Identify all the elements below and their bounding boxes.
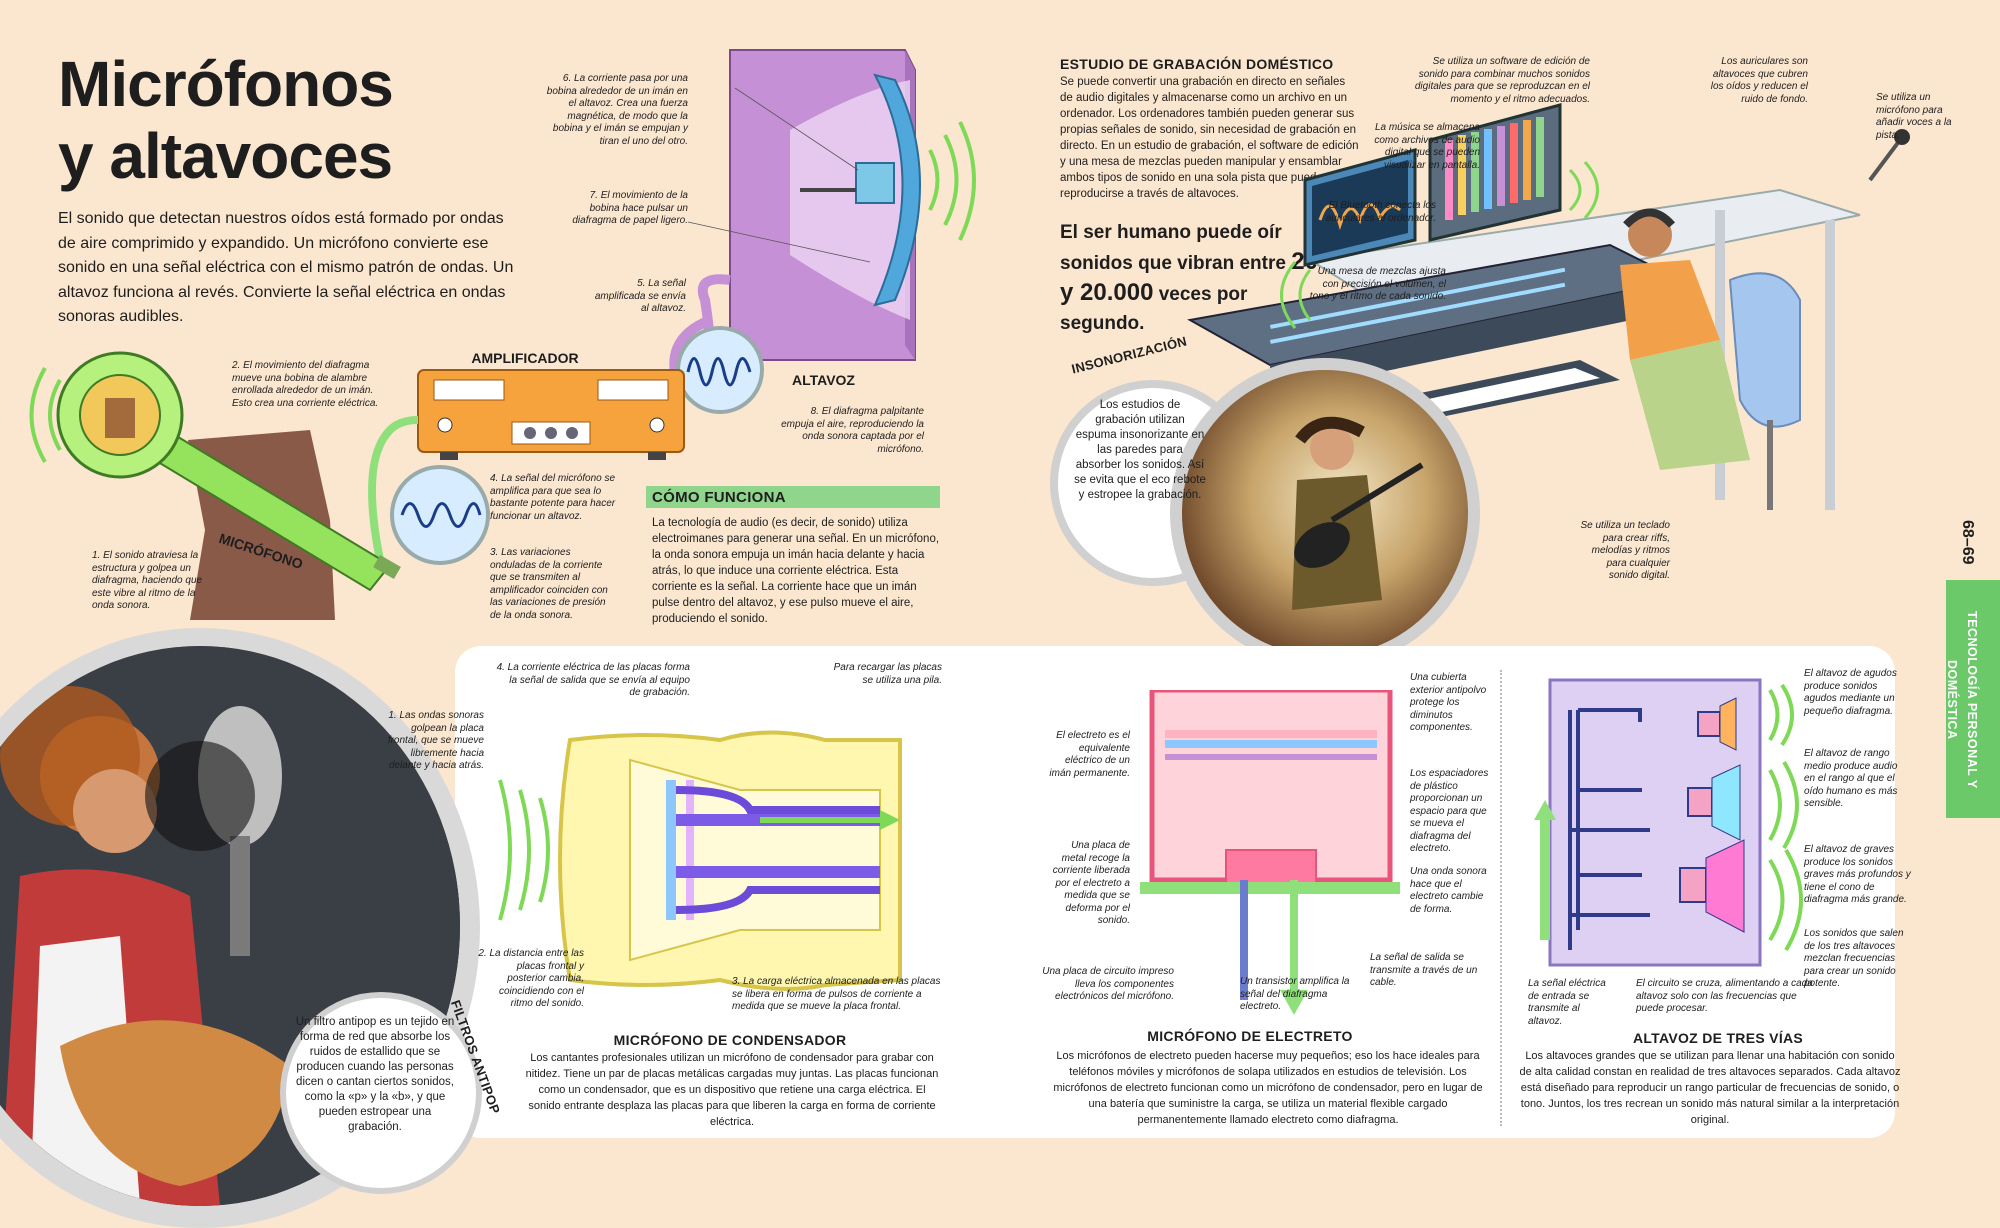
electret-heading: MICRÓFONO DE ELECTRETO — [1147, 1028, 1353, 1044]
amplifier-label: AMPLIFICADOR — [471, 350, 579, 366]
section-tab-label: TECNOLOGÍA PERSONAL Y DOMÉSTICA — [1945, 611, 1979, 789]
three-way-speaker-diagram — [1534, 678, 1762, 967]
home-studio-text: Se puede convertir una grabación en dire… — [1060, 76, 1359, 200]
hearing-fact-pre: El ser humano puede oír sonidos que vibr… — [1060, 222, 1286, 274]
title-line-1: Micrófonos — [58, 48, 394, 120]
speaker-caption-midrange: El altavoz de rango medio produce audio … — [1804, 748, 1898, 809]
caption-mixing-desk: Una mesa de mezclas ajusta con precisión… — [1309, 266, 1446, 302]
section-divider — [1500, 670, 1502, 1126]
caption-music-files: La música se almacena como archivos de a… — [1374, 122, 1480, 171]
electret-caption-spacers: Los espaciadores de plástico proporciona… — [1410, 768, 1489, 854]
hearing-fact: El ser humano puede oír sonidos que vibr… — [1060, 218, 1330, 338]
section-tab — [1946, 580, 2000, 818]
caption-step-5: 5. La señal amplificada se envía al alta… — [594, 278, 686, 314]
speaker-caption-crossover: El circuito se cruza, alimentando a cada… — [1636, 978, 1813, 1014]
how-it-works-bar — [646, 486, 940, 508]
caption-step-7: 7. El movimiento de la bobina hace pulsa… — [572, 190, 688, 226]
caption-step-1: 1. El sonido atraviesa la estructura y g… — [92, 550, 203, 611]
caption-step-6: 6. La corriente pasa por una bobina alre… — [546, 73, 688, 147]
page-numbers: 68–69 — [1959, 520, 1976, 565]
guitarist-photo — [1170, 358, 1480, 668]
home-studio-heading: ESTUDIO DE GRABACIÓN DOMÉSTICO — [1060, 56, 1334, 72]
electret-text: Los micrófonos de electreto pueden hacer… — [1053, 1050, 1483, 1126]
condenser-caption-battery: Para recargar las placas se utiliza una … — [833, 662, 942, 686]
caption-keyboard: Se utiliza un teclado para crear riffs, … — [1580, 520, 1670, 581]
antipop-text: Un filtro antipop es un tejido en forma … — [295, 1016, 455, 1133]
speaker-sound-waves — [1768, 683, 1803, 952]
caption-step-2: 2. El movimiento del diafragma mueve una… — [232, 360, 379, 409]
page-title: Micrófonos y altavoces — [58, 48, 394, 192]
electret-caption-metal-plate: Una placa de metal recoge la corriente l… — [1052, 840, 1130, 926]
electret-caption-transistor: Un transistor amplifica la señal del dia… — [1240, 976, 1350, 1012]
amplifier-illustration — [417, 369, 685, 460]
electret-caption-circuit: Una placa de circuito impreso lleva los … — [1042, 966, 1174, 1002]
speaker-illustration — [729, 49, 976, 361]
speaker-label: ALTAVOZ — [792, 372, 855, 388]
title-line-2: y altavoces — [58, 120, 393, 192]
electret-mic-diagram — [1140, 690, 1400, 1015]
microphone-illustration — [29, 351, 401, 620]
electret-caption-sound-wave: Una onda sonora hace que el electreto ca… — [1410, 866, 1487, 915]
hearing-fact-post: veces por segundo. — [1060, 284, 1248, 334]
condenser-caption-1: 1. Las ondas sonoras golpean la placa fr… — [387, 710, 484, 771]
guitarist-figure — [1292, 416, 1424, 610]
condenser-caption-2: 2. La distancia entre las placas frontal… — [478, 948, 584, 1009]
three-way-text: Los altavoces grandes que se utilizan pa… — [1519, 1050, 1901, 1126]
caption-studio-mic: Se utiliza un micrófono para añadir voce… — [1876, 92, 1952, 141]
caption-step-3: 3. Las variaciones onduladas de la corri… — [490, 547, 608, 621]
singer-figure — [0, 646, 460, 1206]
caption-step-4: 4. La señal del micrófono se amplifica p… — [490, 473, 616, 522]
audio-chain-diagram — [29, 49, 976, 620]
speaker-caption-woofer: El altavoz de graves produce los sonidos… — [1804, 844, 1911, 905]
speaker-caption-input-signal: La señal eléctrica de entrada se transmi… — [1528, 978, 1606, 1027]
singer-photo — [0, 646, 460, 1206]
electret-caption-cover: Una cubierta exterior antipolvo protege … — [1410, 672, 1487, 733]
caption-bluetooth: El Bluetooth conecta los auriculares al … — [1325, 200, 1436, 224]
caption-software: Se utiliza un software de edición de son… — [1414, 56, 1590, 105]
condenser-caption-3: 3. La carga eléctrica almacenada en las … — [732, 976, 941, 1012]
soundproofing-text: Los estudios de grabación utilizan espum… — [1074, 399, 1206, 501]
intro-paragraph: El sonido que detectan nuestros oídos es… — [58, 210, 514, 325]
speaker-caption-sounds: Los sonidos que salen de los tres altavo… — [1804, 928, 1904, 989]
how-it-works-text: La tecnología de audio (es decir, de son… — [652, 517, 940, 625]
electret-caption-output: La señal de salida se transmite a través… — [1370, 952, 1478, 988]
condenser-mic-diagram — [498, 730, 902, 991]
antipop-bubble — [280, 992, 482, 1194]
electret-caption-electret: El electreto es el equivalente eléctrico… — [1049, 730, 1130, 779]
how-it-works-heading: CÓMO FUNCIONA — [652, 489, 786, 506]
caption-headphones: Los auriculares son altavoces que cubren… — [1710, 56, 1808, 105]
condenser-heading: MICRÓFONO DE CONDENSADOR — [613, 1032, 847, 1048]
hearing-fact-number: 20 y 20.000 — [1060, 248, 1318, 306]
three-way-heading: ALTAVOZ DE TRES VÍAS — [1632, 1030, 1804, 1046]
speaker-caption-tweeter: El altavoz de agudos produce sonidos agu… — [1804, 668, 1897, 717]
condenser-text: Los cantantes profesionales utilizan un … — [525, 1052, 939, 1128]
caption-step-8: 8. El diafragma palpitante empuja el air… — [781, 406, 924, 455]
condenser-caption-4: 4. La corriente eléctrica de las placas … — [496, 662, 690, 698]
